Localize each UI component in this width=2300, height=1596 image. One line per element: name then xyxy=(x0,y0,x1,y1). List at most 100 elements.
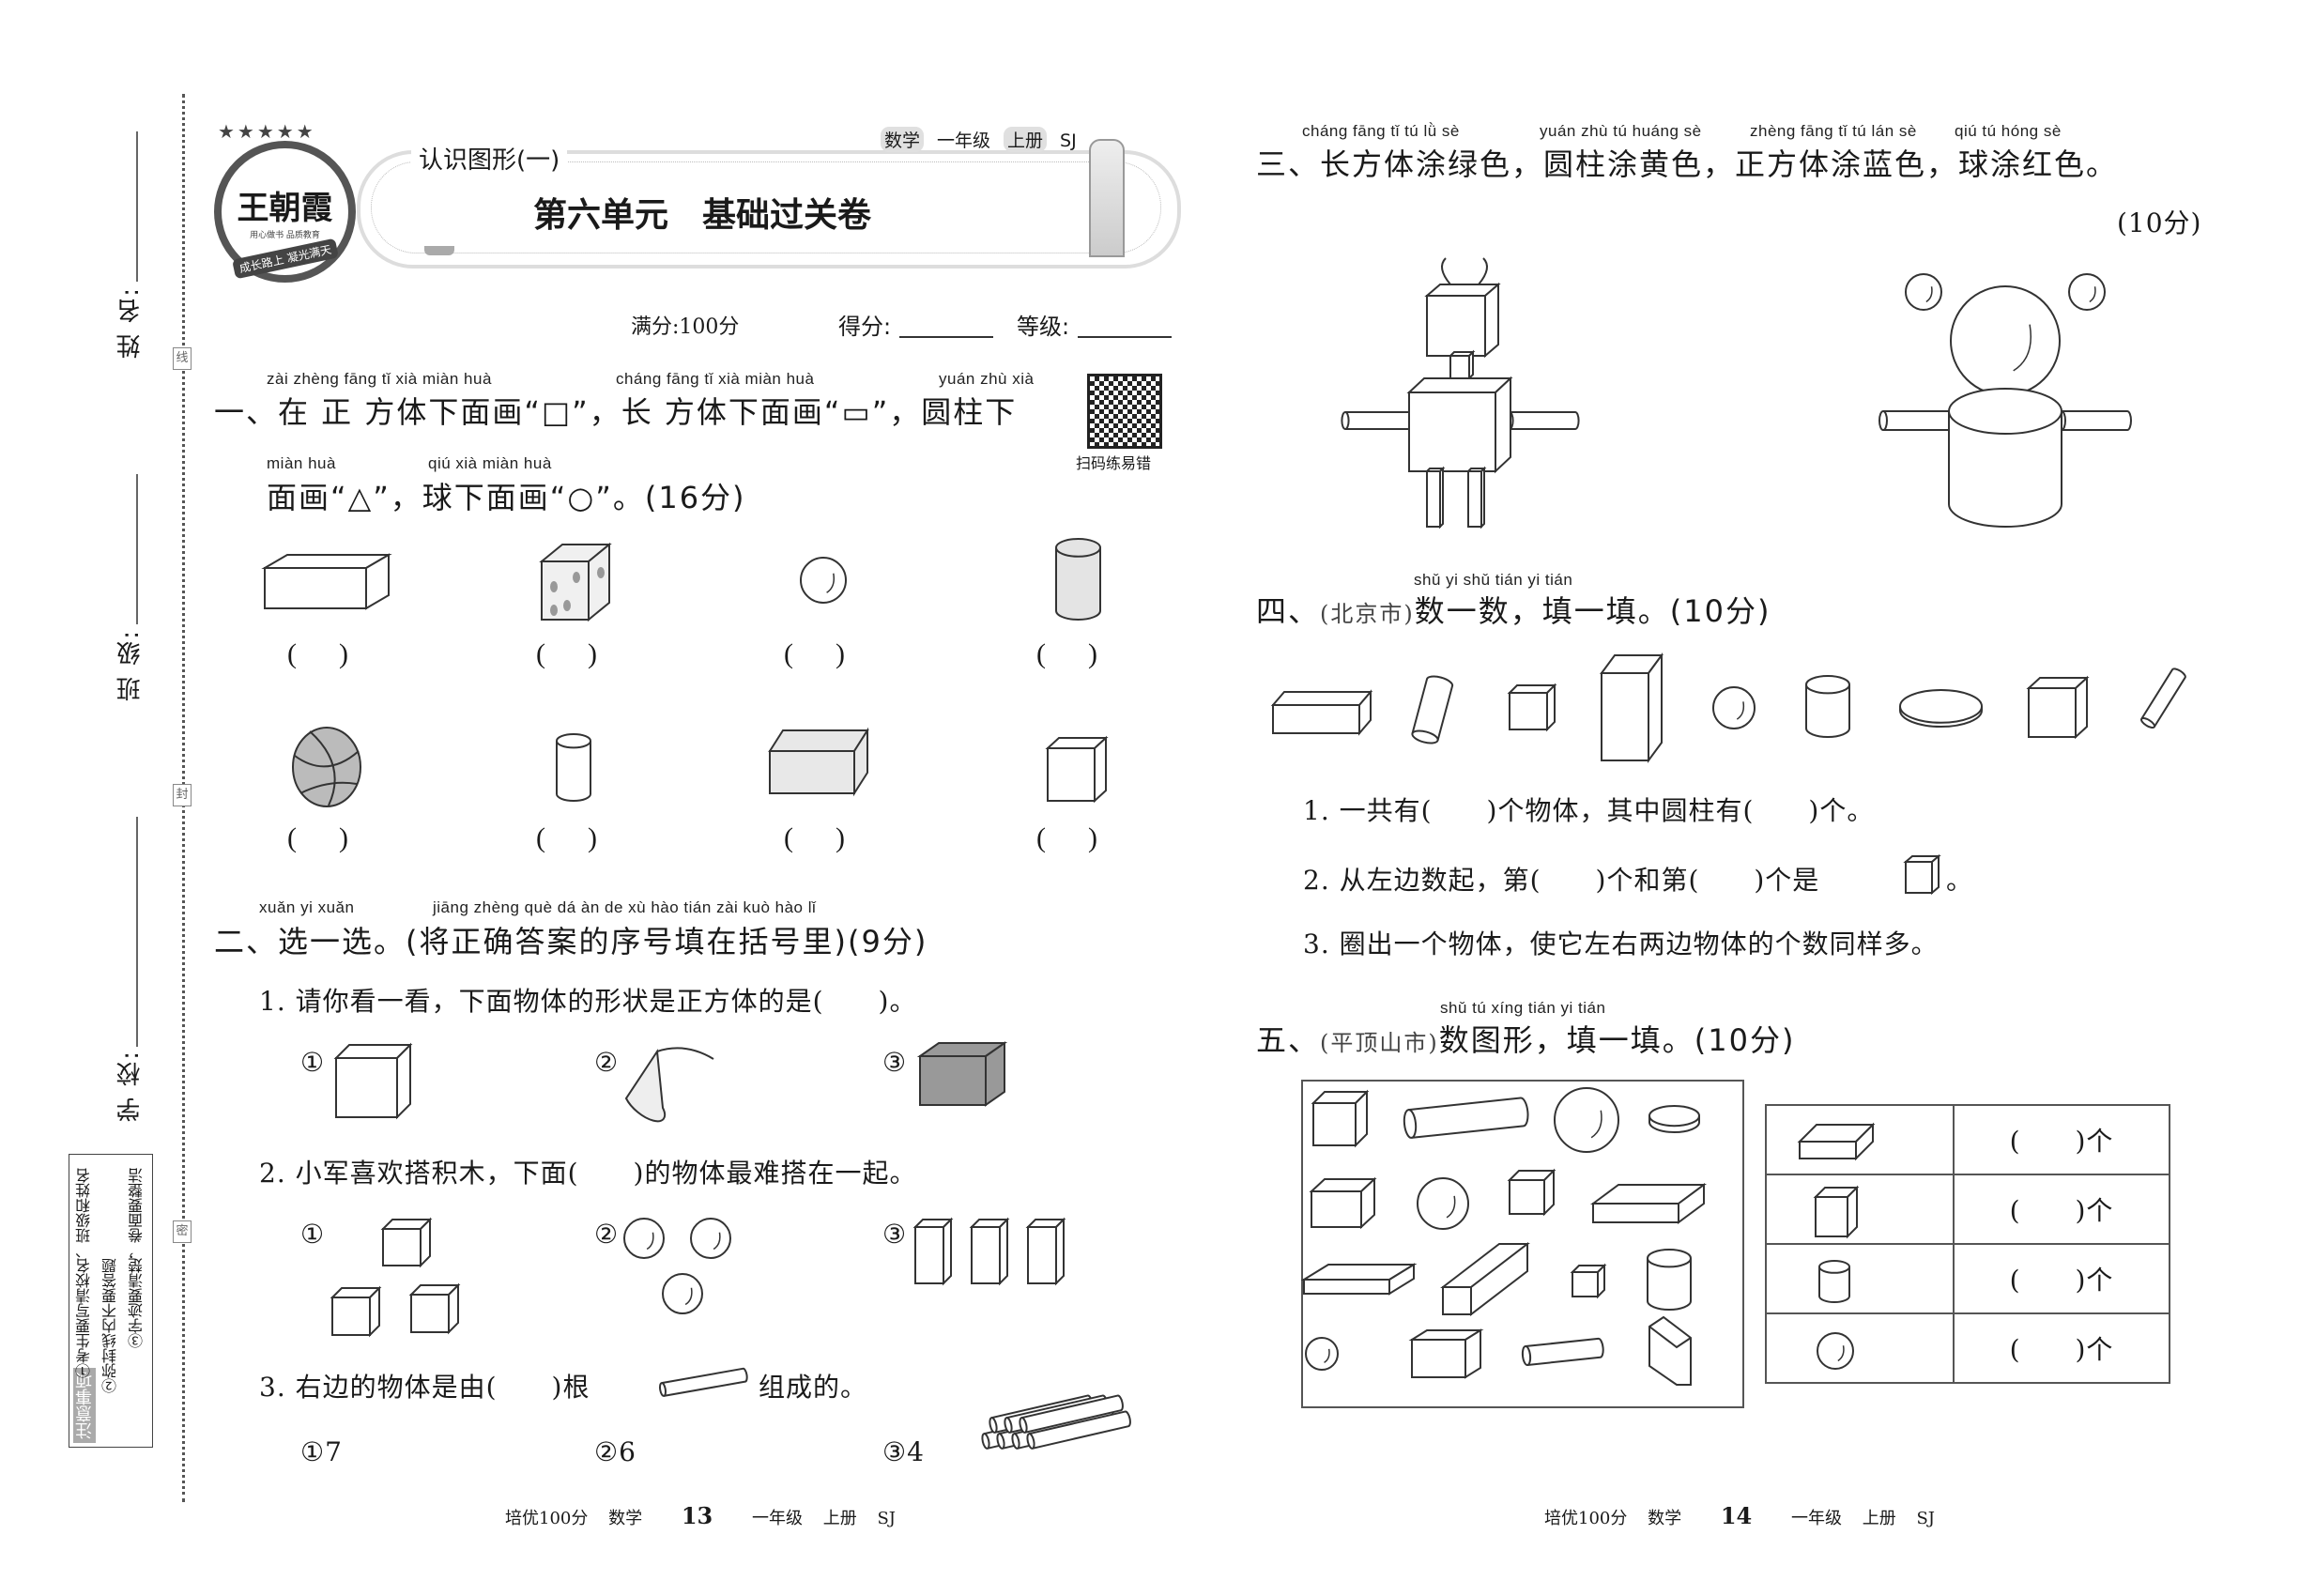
q2-3-option-2[interactable]: ②6 xyxy=(594,1436,636,1467)
answer-cell[interactable]: ( )个 xyxy=(1953,1174,2170,1245)
seal-mark-secret: 密 xyxy=(173,1220,192,1243)
answer-blank[interactable]: ( ) xyxy=(1036,822,1097,853)
footer-page-number: 13 xyxy=(681,1502,713,1529)
q2-1-option-2[interactable]: ② xyxy=(594,1047,620,1078)
cube-block-figure xyxy=(330,1285,382,1338)
stick-bundle-figure xyxy=(989,1394,1094,1434)
shape-cell-cube xyxy=(1765,1174,1955,1245)
notice-box: 注意事项 ①考生要写清校名、班级和姓名 ②弥封线内不要答题 ③字迹要清楚，卷面要… xyxy=(69,1154,153,1448)
dictionary-label: 字典 xyxy=(945,1048,976,1072)
grade-field[interactable] xyxy=(1078,336,1172,338)
page-title: 第六单元 基础过关卷 xyxy=(533,196,872,235)
biscuit-box-label: 饼干 xyxy=(823,741,854,763)
name-line[interactable] xyxy=(136,131,138,282)
q1-pinyin: zài zhèng fāng tǐ xià miàn huà xyxy=(267,370,492,388)
class-line[interactable] xyxy=(136,474,138,624)
q2-1-option-3[interactable]: ③ xyxy=(882,1047,908,1078)
q5-pinyin: shǔ tú xíng tián yi tián xyxy=(1440,999,1606,1017)
q4-item-3: 3. 圈出一个物体，使它左右两边物体的个数同样多。 xyxy=(1303,928,1939,959)
footer-page-number: 14 xyxy=(1720,1502,1753,1529)
ship-icon xyxy=(424,246,454,255)
footer-term: 上册 xyxy=(822,1509,857,1528)
header-topic: 认识图形(一) xyxy=(411,141,568,176)
robot-arm xyxy=(1878,410,1954,431)
q2-2-option-3[interactable]: ③ xyxy=(882,1219,908,1250)
ball-figure xyxy=(800,557,847,604)
footer-term: 上册 xyxy=(1862,1509,1896,1528)
shape-cell-cylinder xyxy=(1765,1243,1955,1314)
q3-pinyin: yuán zhù tú huáng sè xyxy=(1540,122,1702,140)
score-field[interactable] xyxy=(899,336,993,338)
answer-blank[interactable]: ( ) xyxy=(784,638,845,669)
answer-blank[interactable]: ( ) xyxy=(536,822,597,853)
q4-region: (北京市) xyxy=(1320,601,1415,627)
answer-blank[interactable]: ( ) xyxy=(536,638,597,669)
q2-1-option-1[interactable]: ① xyxy=(300,1047,326,1078)
notice-item: ①考生要写清校名、班级和姓名 xyxy=(75,1168,93,1378)
q2-3-option-3[interactable]: ③4 xyxy=(882,1436,925,1467)
q2-2-option-1[interactable]: ① xyxy=(300,1219,326,1250)
q4-cube xyxy=(2026,675,2090,740)
q2-item-2: 2. 小军喜欢搭积木，下面( )的物体最难搭在一起。 xyxy=(259,1158,917,1189)
stick-bundle-figure xyxy=(996,1410,1101,1450)
robot-leg xyxy=(1424,466,1446,529)
logo-motto: 用心做书 品质教育 xyxy=(250,231,320,240)
q4-item-1: 1. 一共有( )个物体，其中圆柱有( )个。 xyxy=(1303,795,1875,826)
q4-small-cube xyxy=(1507,683,1557,732)
robot-ear xyxy=(1905,273,1942,311)
q4-title: 数一数，填一填。(10分) xyxy=(1414,593,1771,629)
name-label: 姓 名: xyxy=(116,286,145,360)
table-row: ( )个 xyxy=(1765,1104,2170,1175)
logo-badge: 王朝霞 用心做书 品质教育 xyxy=(214,141,356,283)
table-row: ( )个 xyxy=(1765,1174,2170,1245)
cube-block-figure xyxy=(380,1217,433,1268)
q4-cuboid xyxy=(1270,689,1373,736)
robot-head-sphere xyxy=(1950,285,2061,396)
robot-arm xyxy=(1505,411,1580,430)
answer-cell[interactable]: ( )个 xyxy=(1953,1104,2170,1175)
answer-blank[interactable]: ( ) xyxy=(784,822,845,853)
q4-heading: 四、(北京市)数一数，填一填。(10分) xyxy=(1256,588,1771,631)
footer-edition: SJ xyxy=(1916,1509,1935,1528)
q1-pinyin: yuán zhù xià xyxy=(939,370,1035,388)
q3-heading: 三、长方体涂绿色，圆柱涂黄色，正方体涂蓝色，球涂红色。 xyxy=(1256,146,2119,182)
sphere-block-figure xyxy=(623,1218,665,1259)
robot-arm xyxy=(2057,410,2132,431)
footer-book: 培优100分 xyxy=(1544,1509,1628,1528)
q4-sphere xyxy=(1712,686,1756,729)
dice-figure xyxy=(539,542,612,622)
footer-edition: SJ xyxy=(877,1509,896,1528)
cube-figure xyxy=(1045,735,1109,804)
q5-heading: 五、(平顶山市)数图形，填一填。(10分) xyxy=(1256,1017,1795,1060)
q2-item-1: 1. 请你看一看，下面物体的形状是正方体的是( )。 xyxy=(259,986,917,1017)
q5-number: 五、 xyxy=(1256,1022,1321,1058)
class-label: 班 级: xyxy=(116,629,145,702)
cuboid-figure xyxy=(261,553,392,610)
answer-blank[interactable]: ( ) xyxy=(287,638,348,669)
score-label: 得分: xyxy=(838,314,892,340)
q2-pinyin: jiāng zhèng què dá àn de xù hào tián zài… xyxy=(433,898,817,916)
q4-item-2: 2. 从左边数起，第( )个和第( )个是 xyxy=(1303,865,1820,896)
qr-code[interactable] xyxy=(1087,374,1162,449)
gift-box-figure xyxy=(333,1042,413,1120)
q3-pinyin: zhèng fāng tǐ tú lán sè xyxy=(1750,122,1917,140)
header-banner-inner xyxy=(371,161,1161,253)
q5-title: 数图形，填一填。(10分) xyxy=(1438,1022,1796,1058)
q4-stick xyxy=(2140,668,2186,729)
answer-blank[interactable]: ( ) xyxy=(1036,638,1097,669)
school-label: 学 校: xyxy=(116,1050,145,1123)
logo-stars: ★★★★★ xyxy=(218,120,316,143)
notice-title: 注意事项 xyxy=(73,1368,96,1443)
q4-item-2-end: 。 xyxy=(1946,865,1974,896)
shape-picture-frame xyxy=(1301,1080,1744,1408)
q2-2-option-2[interactable]: ② xyxy=(594,1219,620,1250)
q2-3-option-1[interactable]: ①7 xyxy=(300,1436,343,1467)
answer-cell[interactable]: ( )个 xyxy=(1953,1312,2170,1384)
school-line[interactable] xyxy=(136,817,138,1047)
answer-blank[interactable]: ( ) xyxy=(287,822,348,853)
answer-cell[interactable]: ( )个 xyxy=(1953,1243,2170,1314)
robot-head xyxy=(1424,282,1501,359)
shape-cell-sphere xyxy=(1765,1312,1955,1384)
stick-bundle-figure xyxy=(1019,1394,1124,1434)
